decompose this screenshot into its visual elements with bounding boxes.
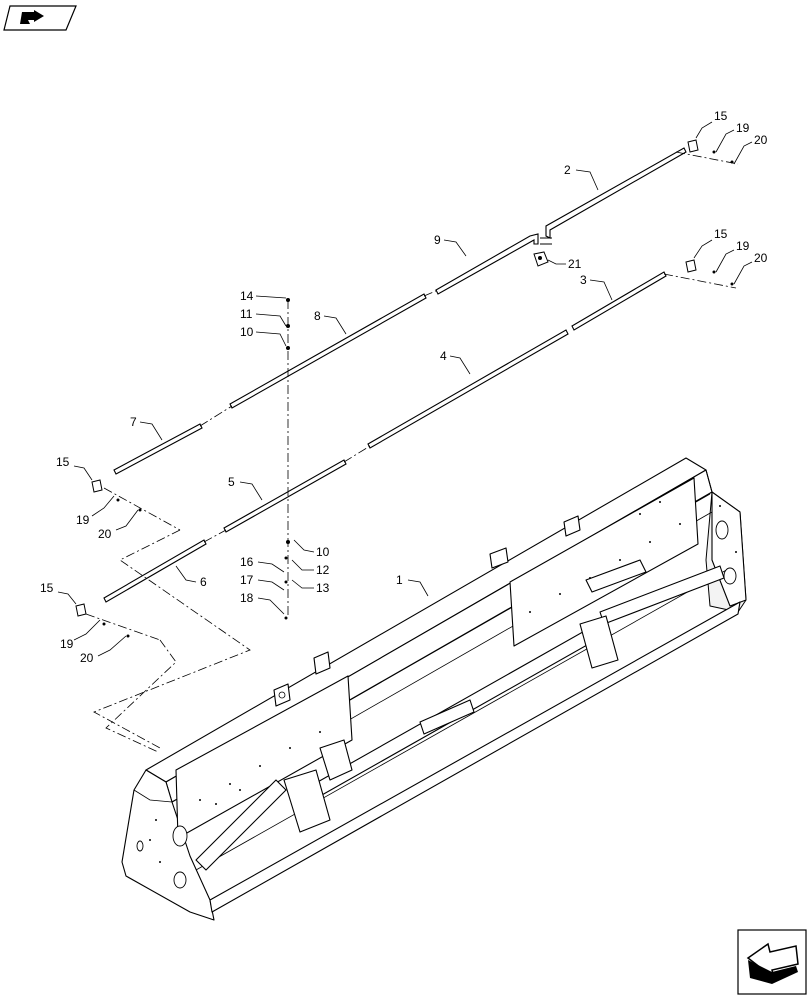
rod-part-8 — [229, 293, 427, 409]
callout-15a: 15 — [714, 109, 728, 123]
callout-19c: 19 — [76, 513, 90, 527]
callout-20a: 20 — [754, 133, 768, 147]
callout-8: 8 — [314, 309, 321, 323]
next-page-arrow-icon[interactable] — [737, 929, 807, 995]
rod-part-7 — [113, 423, 203, 475]
callout-4: 4 — [440, 349, 447, 363]
callout-11: 11 — [240, 307, 253, 321]
callout-19d: 19 — [60, 637, 74, 651]
callout-14: 14 — [240, 289, 254, 303]
callout-19b: 19 — [736, 239, 750, 253]
callout-9: 9 — [434, 233, 441, 247]
callout-20d: 20 — [80, 651, 94, 665]
callout-13: 13 — [316, 581, 330, 595]
callout-6: 6 — [200, 575, 207, 589]
callout-1: 1 — [396, 573, 403, 587]
rod-part-9 — [435, 233, 539, 295]
callout-labels: 1 2 3 4 5 6 7 8 9 10 10 11 12 13 14 15 1… — [40, 109, 768, 665]
callout-16: 16 — [240, 555, 254, 569]
callout-15c: 15 — [56, 455, 70, 469]
book-arrow-icon[interactable] — [3, 5, 77, 31]
fitting-part-15 — [75, 139, 699, 617]
callout-20c: 20 — [98, 527, 112, 541]
callout-5: 5 — [228, 475, 235, 489]
callout-18: 18 — [240, 591, 254, 605]
center-lines — [85, 151, 739, 753]
callout-19a: 19 — [736, 121, 750, 135]
header-frame — [121, 457, 747, 921]
callout-3: 3 — [580, 273, 587, 287]
callout-15b: 15 — [714, 227, 728, 241]
callout-10b: 10 — [316, 545, 330, 559]
rod-part-3 — [571, 271, 667, 331]
callout-20b: 20 — [754, 251, 768, 265]
hardware-points — [102, 150, 734, 638]
fitting-part-21 — [533, 251, 549, 267]
callout-12: 12 — [316, 563, 330, 577]
rod-part-6 — [103, 539, 207, 603]
rod-part-2 — [540, 147, 687, 245]
callout-15d: 15 — [40, 581, 54, 595]
callout-2: 2 — [564, 163, 571, 177]
callout-21: 21 — [568, 257, 582, 271]
leader-lines — [57, 121, 753, 657]
rod-part-4 — [367, 329, 569, 449]
callout-17: 17 — [240, 573, 254, 587]
callout-10a: 10 — [240, 325, 254, 339]
callout-7: 7 — [130, 415, 137, 429]
rod-part-5 — [223, 459, 347, 533]
